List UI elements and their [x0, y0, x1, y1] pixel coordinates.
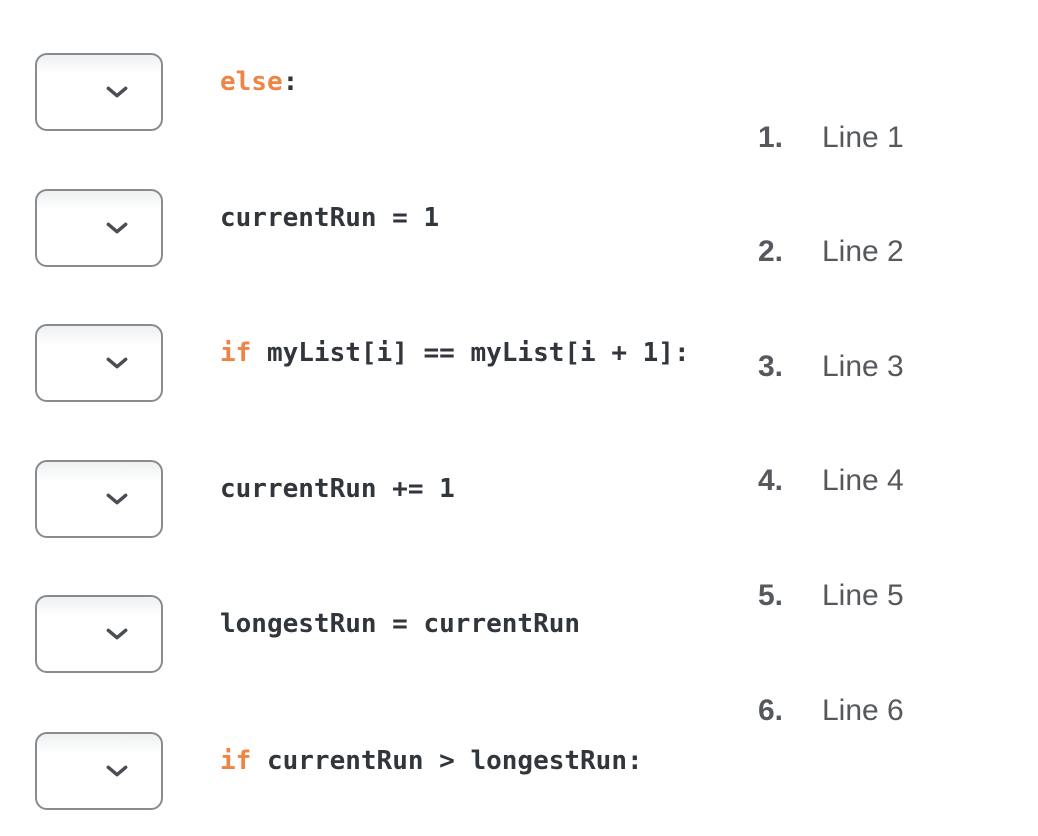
line-option-number: 3.	[758, 350, 784, 383]
code-row: if currentRun > longestRun:	[0, 732, 1038, 810]
code-text: currentRun > longestRun:	[251, 746, 643, 776]
chevron-down-icon	[106, 222, 128, 234]
code-text: myList[i] == myList[i + 1]:	[251, 338, 690, 368]
line-option-number: 4.	[758, 464, 784, 497]
code-keyword: if	[220, 746, 252, 776]
code-row: if myList[i] == myList[i + 1]:	[0, 324, 1038, 402]
code-row: else:	[0, 53, 1038, 131]
code-snippet: else:	[220, 67, 298, 97]
code-keyword: if	[220, 338, 252, 368]
line-option-item: 4. Line 4	[758, 460, 904, 502]
line-select-dropdown[interactable]	[35, 595, 163, 673]
line-option-label: Line 6	[822, 694, 904, 727]
line-option-label: Line 2	[822, 235, 904, 268]
code-text: :	[282, 67, 299, 97]
line-option-label: Line 4	[822, 464, 904, 497]
code-text: currentRun = 1	[220, 203, 440, 233]
code-keyword: else	[220, 67, 283, 97]
chevron-down-icon	[106, 628, 128, 640]
line-option-item: 1. Line 1	[758, 117, 904, 159]
line-option-number: 1.	[758, 121, 784, 154]
code-snippet: currentRun = 1	[220, 203, 439, 233]
code-snippet: if myList[i] == myList[i + 1]:	[220, 338, 690, 368]
line-select-dropdown[interactable]	[35, 53, 163, 131]
line-select-dropdown[interactable]	[35, 324, 163, 402]
line-option-label: Line 3	[822, 350, 904, 383]
line-option-item: 5. Line 5	[758, 575, 904, 617]
chevron-down-icon	[106, 357, 128, 369]
line-select-dropdown[interactable]	[35, 460, 163, 538]
line-option-number: 2.	[758, 235, 784, 268]
code-snippet: if currentRun > longestRun:	[220, 746, 643, 776]
chevron-down-icon	[106, 765, 128, 777]
line-option-label: Line 1	[822, 121, 904, 154]
code-row: currentRun += 1	[0, 460, 1038, 538]
line-select-dropdown[interactable]	[35, 732, 163, 810]
chevron-down-icon	[106, 493, 128, 505]
code-text: longestRun = currentRun	[220, 609, 581, 639]
line-select-dropdown[interactable]	[35, 189, 163, 267]
line-option-label: Line 5	[822, 579, 904, 612]
code-text: currentRun += 1	[220, 474, 455, 504]
line-option-number: 6.	[758, 694, 784, 727]
line-option-item: 2. Line 2	[758, 231, 904, 273]
code-row: currentRun = 1	[0, 189, 1038, 267]
line-option-item: 3. Line 3	[758, 346, 904, 388]
code-snippet: longestRun = currentRun	[220, 609, 580, 639]
line-option-number: 5.	[758, 579, 784, 612]
code-row: longestRun = currentRun	[0, 595, 1038, 673]
code-snippet: currentRun += 1	[220, 474, 455, 504]
chevron-down-icon	[106, 86, 128, 98]
line-option-item: 6. Line 6	[758, 690, 904, 732]
